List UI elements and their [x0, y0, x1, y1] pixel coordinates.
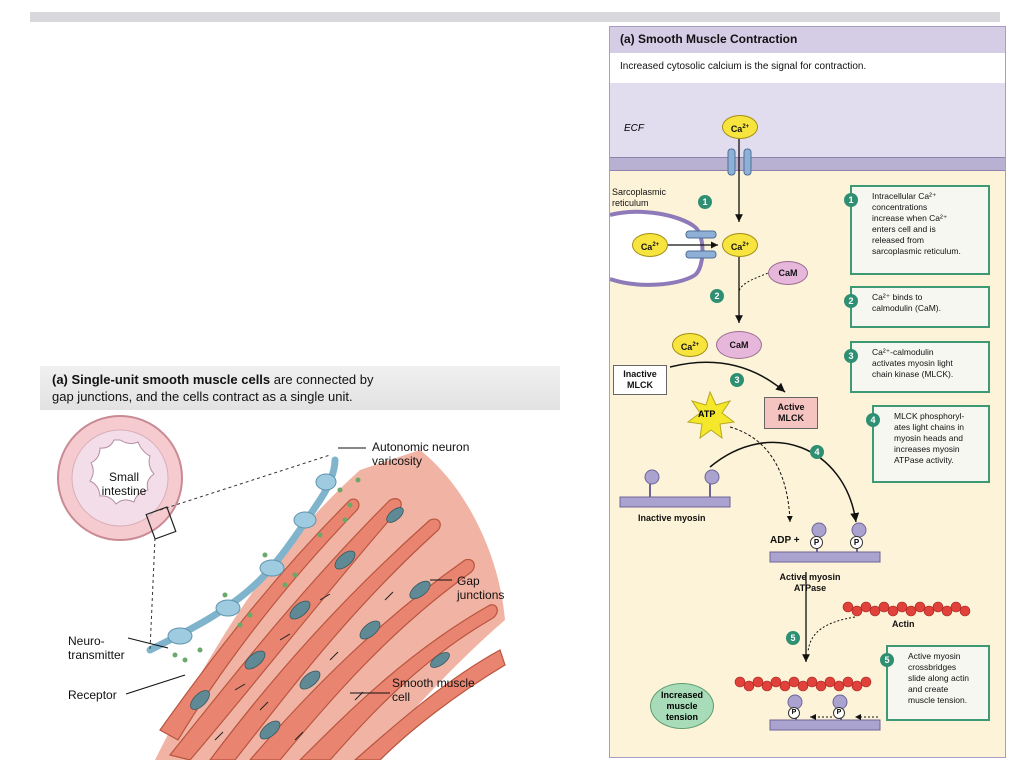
inactive-myosin-filament [619, 496, 731, 508]
pathway-step-1: 1 [698, 195, 712, 209]
gap-junction-arrows [214, 591, 394, 741]
calcium-ion-ecf: Ca2+ [722, 115, 758, 139]
panel-title-bar: (a) Smooth Muscle Contraction [610, 27, 1005, 53]
actin-filament-top [842, 601, 971, 617]
active-myosin-filament [769, 551, 881, 563]
top-header-bar [30, 12, 1000, 22]
label-smooth-muscle-cell: Smooth muscle cell [392, 676, 475, 704]
label-small-intestine: Small intestine [101, 470, 147, 498]
calcium-ion-sr: Ca2+ [632, 233, 668, 257]
label-gap-junctions: Gap junctions [457, 574, 505, 602]
caption-rest: are connected by [270, 372, 374, 387]
atp-star [686, 390, 736, 440]
single-unit-illustration [57, 415, 506, 760]
muscle-nuclei [190, 507, 450, 740]
contraction-pathway-drawing [610, 139, 971, 731]
pathway-step-4: 4 [810, 445, 824, 459]
actin-filament-bottom [734, 676, 872, 692]
panel-subtitle: Increased cytosolic calcium is the signa… [620, 61, 867, 72]
ecf-label: ECF [624, 123, 644, 134]
calmodulin: CaM [768, 261, 808, 285]
calcium-bound: Ca2+ [672, 333, 708, 357]
pathway-step-2: 2 [710, 289, 724, 303]
label-neurotransmitter: Neuro- transmitter [68, 634, 125, 662]
small-intestine-lumen [89, 439, 155, 505]
pathway-step-3: 3 [730, 373, 744, 387]
phosphate-4: P [833, 707, 845, 719]
neurotransmitter-dots [172, 477, 361, 663]
pathway-step-5: 5 [786, 631, 800, 645]
calmodulin-bound: CaM [716, 331, 762, 359]
smooth-muscle-contraction-panel: (a) Smooth Muscle Contraction Increased … [609, 26, 1006, 758]
phosphate-1: P [810, 536, 823, 549]
caption-line2: gap junctions, and the cells contract as… [52, 389, 353, 404]
label-receptor: Receptor [68, 688, 117, 702]
calcium-channel-left [727, 148, 736, 176]
cell-membrane [610, 157, 1005, 171]
calcium-channel-right [743, 148, 752, 176]
phosphate-3: P [788, 707, 800, 719]
caption-bold: (a) Single-unit smooth muscle cells [52, 372, 271, 387]
zoom-box [145, 506, 177, 540]
sliding-myosin-filament [769, 719, 881, 731]
adp-label: ADP + [770, 535, 800, 546]
phosphate-2: P [850, 536, 863, 549]
panel-subtitle-bar: Increased cytosolic calcium is the signa… [610, 53, 1005, 83]
single-unit-caption: (a) Single-unit smooth muscle cells are … [40, 366, 560, 410]
neuron-varicosities [167, 473, 337, 645]
inactive-myosin-label: Inactive myosin [638, 513, 706, 523]
ecf-region: ECF [610, 83, 1005, 163]
label-autonomic-neuron: Autonomic neuron varicosity [372, 440, 470, 468]
actin-label: Actin [892, 619, 915, 629]
atp-label: ATP [698, 409, 716, 419]
panel-title: (a) Smooth Muscle Contraction [620, 32, 798, 46]
calcium-ion-cytosol: Ca2+ [722, 233, 758, 257]
